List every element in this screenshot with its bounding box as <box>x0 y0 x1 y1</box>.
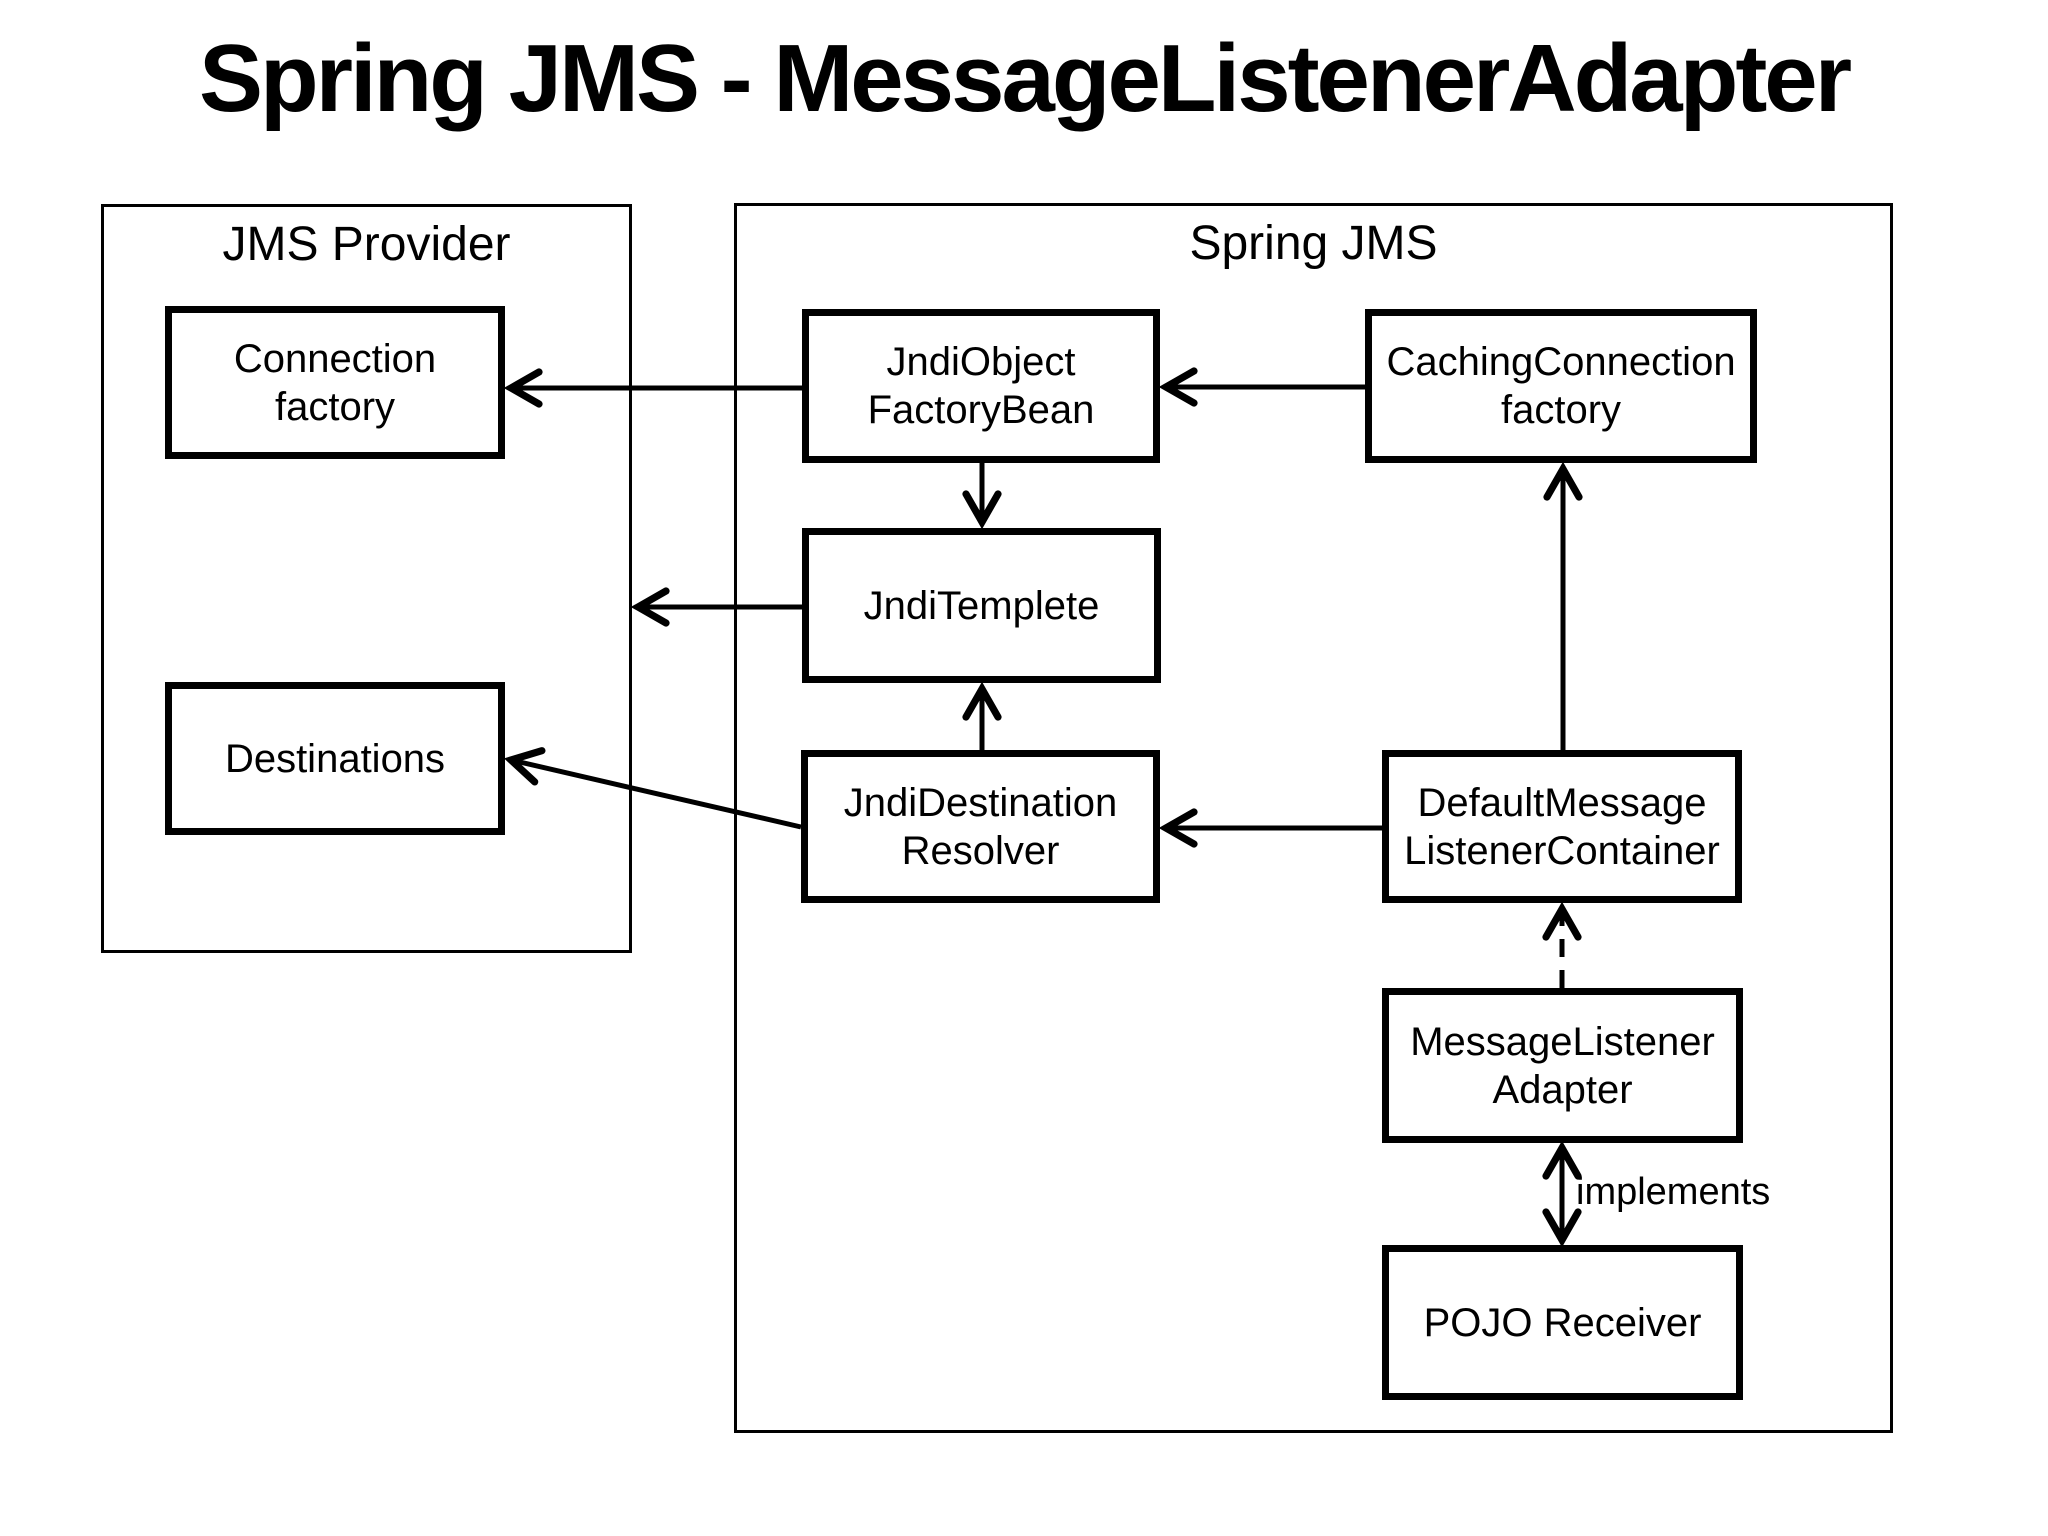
group-jms-provider: JMS Provider <box>101 204 632 953</box>
node-caching-connection-factory: CachingConnection factory <box>1365 309 1757 463</box>
node-connection-factory: Connection factory <box>165 306 505 459</box>
node-default-message-listener-container-label: DefaultMessage ListenerContainer <box>1404 780 1720 873</box>
node-jndi-templete: JndiTemplete <box>802 528 1161 683</box>
node-jndi-templete-label: JndiTemplete <box>863 583 1100 628</box>
node-jndi-object-factory-bean-label: JndiObject FactoryBean <box>867 340 1095 432</box>
node-message-listener-adapter: MessageListener Adapter <box>1382 988 1743 1143</box>
node-connection-factory-label: Connection factory <box>233 336 437 429</box>
node-pojo-receiver: POJO Receiver <box>1382 1245 1743 1400</box>
node-jndi-object-factory-bean: JndiObject FactoryBean <box>802 309 1160 463</box>
node-jndi-destination-resolver-label: JndiDestination Resolver <box>843 780 1118 873</box>
node-pojo-receiver-label: POJO Receiver <box>1423 1300 1702 1345</box>
node-destinations-label: Destinations <box>224 736 446 781</box>
page-title: Spring JMS - MessageListenerAdapter <box>198 25 1852 132</box>
group-jms-provider-label: JMS Provider <box>222 218 511 271</box>
edge-label-implements: implements <box>1576 1171 1771 1213</box>
node-default-message-listener-container: DefaultMessage ListenerContainer <box>1382 750 1742 903</box>
node-message-listener-adapter-label: MessageListener Adapter <box>1410 1019 1715 1112</box>
node-jndi-destination-resolver: JndiDestination Resolver <box>801 750 1160 903</box>
group-spring-jms-label: Spring JMS <box>1189 217 1438 270</box>
node-caching-connection-factory-label: CachingConnection factory <box>1386 340 1736 432</box>
node-destinations: Destinations <box>165 682 505 835</box>
